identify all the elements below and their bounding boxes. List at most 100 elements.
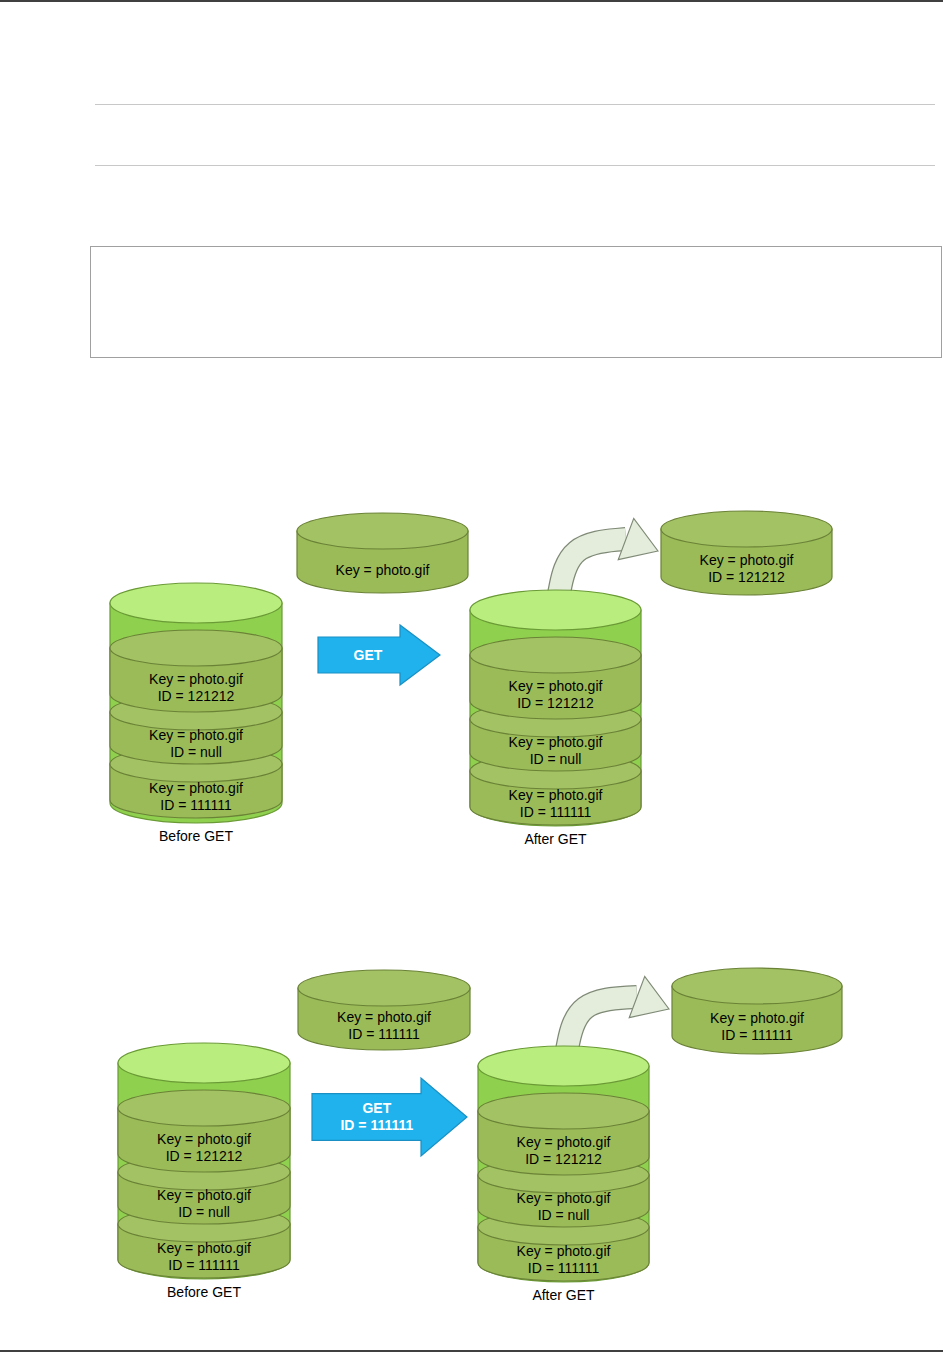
text-area: Key = photo.gifID = null [478,1189,649,1225]
text-area: Key = photo.gifID = 121212 [661,545,832,593]
request-arrow [312,1078,467,1156]
text-area: Key = photo.gifID = null [110,726,282,762]
text-area: Key = photo.gifID = 111111 [478,1241,649,1279]
result-arrow [559,518,658,594]
object-label: ID = null [170,744,222,761]
object-top [661,511,832,547]
text-area: Key = photo.gifID = 111111 [298,1004,470,1048]
object-top [118,1090,290,1126]
object-label: Key = photo.gif [149,780,243,797]
top-rule [0,0,943,2]
result-arrow [567,976,669,1050]
object-label: Key = photo.gif [517,1134,611,1151]
object-disk: Key = photo.gifID = 111111 [298,970,470,1050]
object-disk: Key = photo.gifID = 121212 [661,511,832,595]
arrow-outline [567,997,637,1050]
request-label: GET [354,647,383,664]
arrow-shaft [567,997,637,1050]
bucket-body [478,1066,649,1282]
bucket-top [478,1046,649,1086]
object-disk: Key = photo.gif [297,513,468,593]
note-box [91,247,942,358]
arrow-outline [559,539,626,594]
arrow-head [618,518,658,559]
text-area: GET [318,625,418,685]
object-label: ID = 121212 [166,1148,243,1165]
request-label: ID = 111111 [340,1117,413,1134]
request-label: GET [362,1100,391,1117]
object-label: ID = 111111 [520,804,591,821]
object-top [470,753,641,789]
text-area: Key = photo.gifID = null [470,733,641,769]
bucket-stack: After GETKey = photo.gifID = 121212Key =… [478,1046,649,1282]
text-area: Key = photo.gifID = null [118,1186,290,1222]
object-label: Key = photo.gif [336,562,430,579]
object-label: Key = photo.gif [157,1240,251,1257]
text-area: Before GET [80,826,312,846]
object-top [478,1157,649,1193]
object-label: Key = photo.gif [509,678,603,695]
text-area: Before GET [88,1282,320,1302]
object-label: Key = photo.gif [700,552,794,569]
text-area: Key = photo.gifID = 121212 [478,1129,649,1173]
object-top [110,694,282,730]
text-area: Key = photo.gifID = 121212 [110,666,282,710]
bucket-stack: After GETKey = photo.gifID = 121212Key =… [470,590,641,826]
state-caption: After GET [532,1287,594,1304]
bucket-top [110,583,282,623]
text-area: Key = photo.gifID = 111111 [110,778,282,816]
state-caption: After GET [524,831,586,848]
state-caption: Before GET [167,1284,241,1301]
object-label: Key = photo.gif [517,1190,611,1207]
bucket-stack: Before GETKey = photo.gifID = 121212Key … [118,1043,290,1279]
object-label: Key = photo.gif [517,1243,611,1260]
text-area: GETID = 111111 [312,1078,442,1156]
object-top [672,968,842,1004]
object-disk: Key = photo.gifID = 121212 [478,1093,649,1175]
bucket-top [118,1043,290,1083]
bucket-top [470,590,641,630]
object-top [478,1209,649,1245]
object-label: ID = null [530,751,582,768]
text-area: Key = photo.gifID = 121212 [118,1126,290,1170]
object-top [470,701,641,737]
arrow-shaft [559,539,626,594]
object-label: Key = photo.gif [710,1010,804,1027]
bucket-body [470,610,641,826]
object-label: ID = null [538,1207,590,1224]
bottom-rule [0,1350,943,1352]
object-label: Key = photo.gif [157,1131,251,1148]
request-arrow: GET [318,625,440,685]
object-top [110,746,282,782]
text-area: Key = photo.gifID = 121212 [470,673,641,717]
state-caption: Before GET [159,828,233,845]
object-top [470,637,641,673]
text-area: Key = photo.gifID = 111111 [118,1238,290,1276]
object-top [118,1154,290,1190]
object-disk: Key = photo.gifID = 111111 [672,968,842,1054]
object-label: ID = 121212 [158,688,235,705]
object-label: ID = 111111 [348,1026,419,1043]
object-label: Key = photo.gif [337,1009,431,1026]
object-top [297,513,468,549]
shape-outline [297,513,468,593]
object-top [118,1206,290,1242]
request-arrow [318,625,440,685]
text-area: After GET [448,1285,679,1305]
object-label: Key = photo.gif [509,787,603,804]
header-rule [95,165,935,166]
object-top [298,970,470,1006]
object-disk: Key = photo.gifID = 121212 [110,630,282,712]
object-label: ID = 121212 [708,569,785,586]
object-top [478,1093,649,1129]
arrow-head [629,976,669,1017]
object-label: Key = photo.gif [157,1187,251,1204]
text-area: After GET [440,829,671,849]
request-arrow: GETID = 111111 [312,1078,467,1156]
object-label: Key = photo.gif [149,671,243,688]
bucket-stack: Before GETKey = photo.gifID = 121212Key … [110,583,282,823]
text-area: Key = photo.gifID = 111111 [470,785,641,823]
object-label: ID = 111111 [168,1257,239,1274]
